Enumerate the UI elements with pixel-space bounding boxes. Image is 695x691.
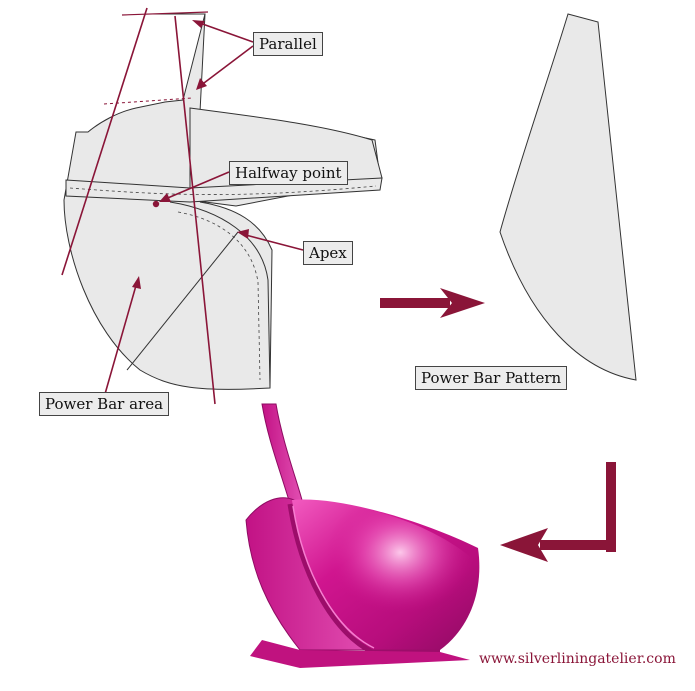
watermark-link[interactable]: www.silverliningatelier.com [479,651,676,667]
power-bar-pattern-shape [499,13,637,381]
label-parallel: Parallel [253,32,323,56]
halfway-point-marker [152,200,160,208]
label-power-bar-pattern: Power Bar Pattern [415,366,568,390]
arrowhead-halfway [159,193,171,202]
label-power-bar-area: Power Bar area [39,392,170,416]
parallel-line-left [61,7,148,276]
dashed-guide-line [103,97,193,105]
arrowhead-apex [237,229,249,239]
elbow-arrow-icon [500,462,616,562]
label-apex: Apex [303,241,353,265]
bra-underwire [287,503,440,655]
parallel-line-right [174,15,216,405]
bra-cup-shine [310,505,474,640]
callout-arrows [104,20,304,395]
apex-guide-line [126,231,239,371]
cup-seam-allowance [177,211,261,381]
arrow-apex [241,233,304,251]
top-guide-line [121,11,209,16]
band-seam-allowance [69,185,377,195]
arrowhead-parallel-bottom [196,78,207,90]
arrow-right-icon [380,288,485,318]
bra-underwire-highlight [292,505,375,649]
arrow-halfway [162,171,230,201]
bra-strap [261,403,303,505]
bra-photo [245,403,480,668]
arrowhead-power-bar-area [132,276,141,289]
bra-band [250,640,470,668]
arrow-power-bar-area [104,281,138,395]
cup-seam [169,201,271,389]
arrowhead-parallel-top [192,20,205,28]
label-halfway-point: Halfway point [229,161,348,185]
arrow-parallel-top [196,21,254,43]
arrow-parallel-bottom [199,45,254,87]
